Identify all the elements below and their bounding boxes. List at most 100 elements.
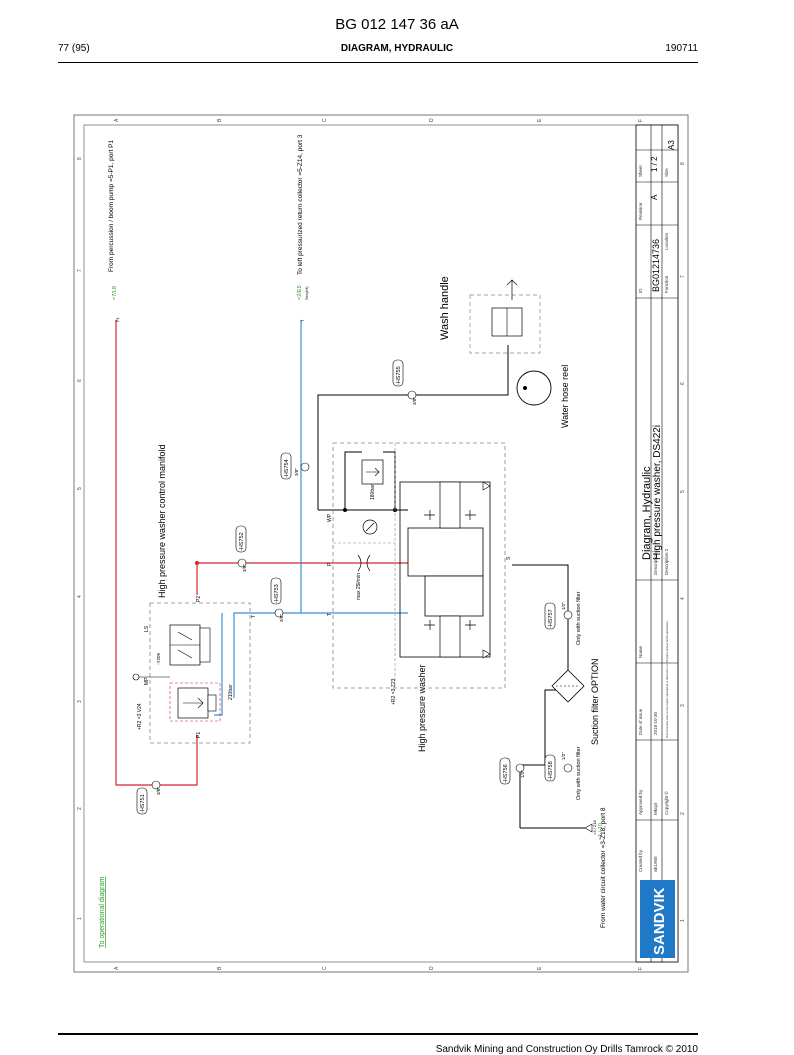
hose-connector-hs753 — [274, 608, 284, 618]
port-p2: P2 — [196, 596, 202, 602]
sandvik-logo — [640, 880, 675, 958]
grid-row-d-top: D — [429, 118, 435, 122]
tb-created-by-label: Created by — [638, 849, 643, 872]
tb-revision: A — [650, 194, 659, 200]
hose-connector-hs756 — [515, 763, 525, 773]
tb-title2: High pressure washer, DS422i — [652, 425, 663, 560]
tb-notice: This document must not be copied, reprod… — [665, 620, 669, 738]
hose-tag-hs751 — [136, 787, 148, 815]
valve-setting: 180bar — [370, 484, 376, 500]
tb-approved: Mkopi — [653, 803, 658, 815]
return-lines — [214, 320, 408, 716]
flow-restrictor-icon — [357, 554, 371, 572]
tb-sheet-label: Sheet — [638, 164, 643, 177]
hose-tag-hs752 — [235, 525, 247, 553]
tb-title1: Diagram, Hydraulic — [641, 466, 653, 560]
hose-connector-hs751 — [151, 780, 161, 790]
spray-nozzle-icon — [506, 279, 518, 300]
hose-connector-hs755 — [407, 390, 417, 400]
hose-tag-hs755 — [392, 359, 404, 387]
mark-t: T — [300, 319, 305, 322]
flow-label: max 25l/min — [356, 573, 362, 600]
operational-diagram-link[interactable]: To operational diagram — [99, 877, 106, 948]
hose-hs752: -HS752 — [239, 532, 245, 551]
header-rule — [58, 62, 698, 63]
size-hs755: 3/8" — [412, 397, 417, 405]
hose-hs757: -HS757 — [548, 609, 554, 628]
size-hs758: 1/2" — [561, 752, 566, 760]
water-ref: =1 / 10 — [598, 823, 604, 840]
tb-desc2: Description 2 — [664, 548, 669, 575]
title-block — [635, 124, 679, 963]
hose-tag-hs754 — [280, 452, 292, 480]
grid-col-5-left: 5 — [77, 487, 83, 490]
tb-function-label: Function — [664, 275, 669, 293]
grid-col-3-right: 3 — [680, 704, 686, 707]
label-return: To left pressurized return collector =5-… — [297, 134, 304, 275]
hose-tag-hs757 — [544, 602, 556, 630]
grid-row-d-bottom: D — [429, 966, 435, 970]
solenoid: -Y209 — [156, 652, 161, 665]
junction-dot — [195, 561, 199, 565]
sandvik-logo-text: SANDVIK — [651, 887, 668, 955]
tb-revision-label: Revision — [638, 202, 643, 220]
suction-filter-label: Suction filter OPTION — [590, 658, 600, 745]
page-number: 77 (95) — [58, 43, 90, 54]
grid-col-2-right: 2 — [680, 812, 686, 815]
wash-handle-label: Wash handle — [439, 276, 451, 340]
tb-date: 2018-10-30 — [653, 711, 658, 735]
size-hs756: 1/2" — [520, 770, 525, 778]
hose-connector-hs752 — [237, 558, 247, 568]
port-wp: WP — [327, 513, 333, 522]
grid-row-a-top: A — [114, 118, 120, 122]
hose-hs753: -HS753 — [274, 584, 280, 603]
size-hs757: 1/2" — [561, 602, 566, 610]
port-mp: MP — [144, 677, 150, 685]
relief-spring-icon — [207, 694, 217, 712]
tb-desc1: Description 1 — [653, 548, 658, 575]
grid-row-b-top: B — [217, 118, 223, 122]
hose-hs755: -HS755 — [396, 366, 402, 385]
only-suction-2: Only with suction filter — [576, 746, 582, 800]
relief-setting: 210bar — [228, 684, 234, 700]
hose-connector-hs754 — [300, 462, 310, 472]
tb-sheet: 1 / 2 — [650, 156, 659, 172]
junction-dot — [343, 508, 347, 512]
ref-pump: =7/L8 — [112, 286, 118, 300]
footer-rule — [58, 1033, 698, 1035]
mark-p1: P1 — [115, 316, 120, 322]
solenoid-coil-icon — [199, 627, 211, 663]
size-hs754: 3/8" — [294, 468, 299, 476]
footer-copyright: Sandvik Mining and Construction Oy Drill… — [435, 1044, 698, 1055]
hose-connector-hs757 — [563, 610, 573, 620]
water-inlet-icon — [584, 823, 593, 833]
label-from-pump: From percussion / boom pump =5-P1, port … — [108, 140, 115, 272]
hose-tag-hs756 — [499, 757, 511, 785]
tb-approved-label: Approved by — [638, 789, 643, 815]
from-water-label: From water circuit collector =3-Z18, por… — [600, 807, 607, 928]
grid-col-3-left: 3 — [77, 700, 83, 703]
tb-id-label: ID — [638, 288, 643, 293]
grid-row-a-bottom: A — [114, 966, 120, 970]
water-hose-reel-icon — [516, 370, 552, 406]
grid-row-e-top: E — [537, 118, 543, 122]
tb-created-by: wk1960 — [653, 856, 658, 872]
motor-block — [424, 575, 484, 617]
ref-return-sub: Sec(IH) — [304, 286, 309, 300]
grid-col-7-right: 7 — [680, 275, 686, 278]
grid-col-7-left: 7 — [77, 269, 83, 272]
grid-col-8-right: 8 — [680, 162, 686, 165]
manifold-boundary — [149, 602, 251, 744]
grid-col-1-left: 1 — [77, 917, 83, 920]
tb-id: BG01214736 — [651, 239, 661, 292]
grid-row-f-bottom: F — [638, 967, 644, 970]
section-title: DIAGRAM, HYDRAULIC — [340, 43, 454, 54]
grid-col-5-right: 5 — [680, 490, 686, 493]
hose-hs758: -HS758 — [548, 761, 554, 780]
hose-tag-hs753 — [270, 577, 282, 605]
water-ref2: =3 / Z18 — [592, 819, 597, 835]
hose-hs756: -HS756 — [503, 764, 509, 783]
port-t: T — [251, 615, 257, 618]
washer-title: High pressure washer — [417, 664, 427, 752]
